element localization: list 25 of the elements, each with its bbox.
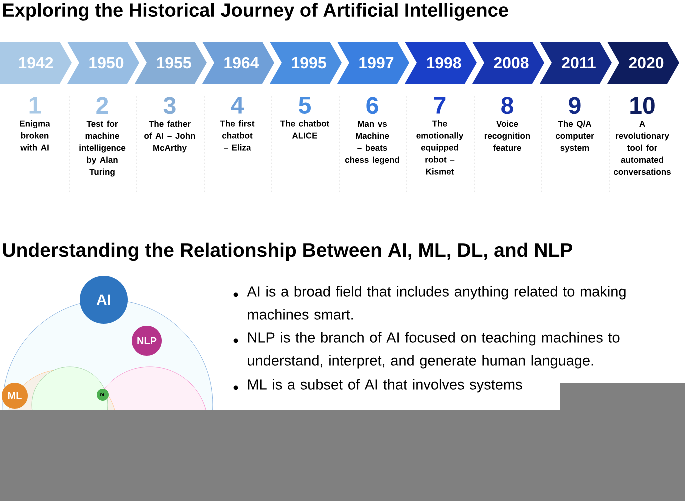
year-banner: 2020 bbox=[608, 42, 680, 84]
year-banner: 1955 bbox=[135, 42, 207, 84]
heading: Understanding the Relationship Between AI, ML, DL, and NLP bbox=[3, 242, 572, 262]
milestone-text: 5 The chatbot ALICE bbox=[280, 97, 330, 139]
bullet-text: ML is a subset of AI that involves systems bbox=[248, 379, 522, 393]
year-banner: 1997 bbox=[338, 42, 410, 84]
milestone-text: 6 Man vs Machine – beats chess legend bbox=[345, 97, 400, 165]
milestone-text: 3 The father of AI – John McArthy bbox=[144, 97, 196, 153]
year-banner: 1942 bbox=[0, 42, 72, 84]
year-banner: 1950 bbox=[68, 42, 140, 84]
bullet-text: NLP is the branch of AI focused on teaching machines to understand, interpret, and generate human language. bbox=[248, 332, 620, 369]
milestone-text: 4 The first chatbot – Eliza bbox=[220, 97, 255, 151]
year-banner: 1964 bbox=[202, 42, 274, 84]
milestone-text: 8 Voice recognition feature bbox=[484, 97, 530, 152]
year-banner: 2008 bbox=[472, 42, 544, 84]
year-banner: 1998 bbox=[405, 42, 477, 84]
milestone-text: 1 Enigma broken with AI bbox=[20, 97, 50, 151]
year-banner: 1995 bbox=[270, 42, 342, 84]
bullet-text: AI is a broad field that includes anything related to making machines smart. bbox=[247, 286, 626, 320]
milestone-text: 9 The Q/A computer system bbox=[556, 97, 594, 153]
title: Exploring the Historical Journey of Artificial Intelligence bbox=[3, 3, 508, 21]
year-banner: 2011 bbox=[540, 42, 612, 84]
milestone-text: 2 Test for machine intelligence by Alan Turing bbox=[80, 97, 126, 177]
milestone-text: 10 A revolutionary tool for automated conversations bbox=[614, 97, 671, 176]
milestone-text: 7 The emotionally equipped robot – Kismet bbox=[416, 97, 464, 175]
